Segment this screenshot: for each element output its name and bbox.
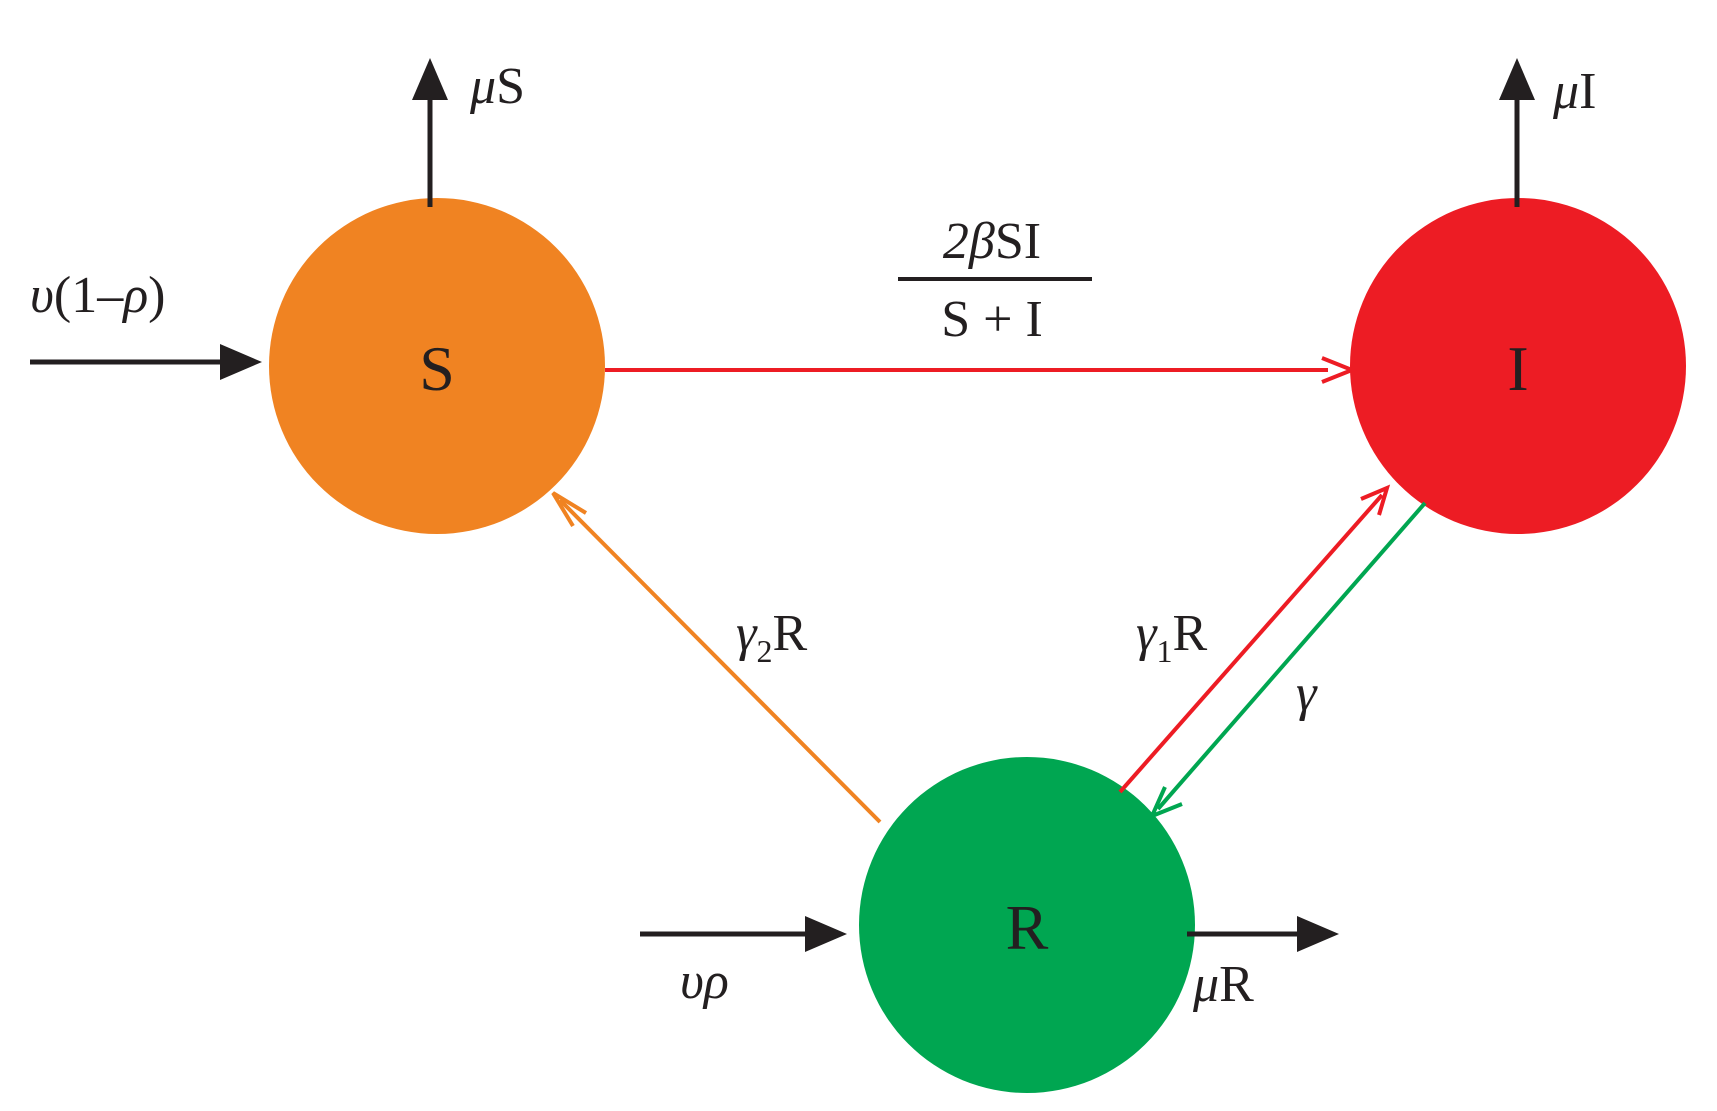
arrow-mu-s — [412, 58, 448, 207]
label-inflow-r: υρ — [680, 953, 729, 1010]
infection-denominator: S + I — [941, 291, 1043, 348]
label-mu-s: μS — [469, 58, 525, 115]
node-s-label: S — [419, 333, 455, 404]
label-mu-r: μR — [1192, 956, 1254, 1013]
node-r-label: R — [1006, 892, 1049, 963]
label-inflow-s: υ(1–ρ) — [30, 267, 166, 324]
arrow-gamma1-r — [1118, 484, 1391, 794]
node-i-label: I — [1507, 333, 1528, 404]
label-gamma2-r: γ2R — [736, 605, 808, 669]
infection-numerator: 2βSI — [943, 213, 1041, 270]
node-r-circle — [859, 757, 1195, 1093]
arrow-gamma2-r — [551, 491, 882, 824]
label-mu-i: μI — [1552, 63, 1596, 120]
arrow-mu-i — [1499, 58, 1535, 207]
node-i-circle — [1350, 198, 1686, 534]
arrow-infection — [605, 356, 1358, 384]
label-infection: 2βSI S + I — [898, 213, 1092, 348]
node-s-circle — [269, 198, 605, 534]
label-gamma1-r: γ1R — [1136, 605, 1208, 669]
arrow-inflow-r — [640, 916, 847, 952]
arrow-gamma — [1148, 501, 1427, 820]
label-gamma: γ — [1296, 665, 1318, 722]
arrow-mu-r — [1187, 916, 1339, 952]
arrow-inflow-s — [30, 344, 262, 380]
